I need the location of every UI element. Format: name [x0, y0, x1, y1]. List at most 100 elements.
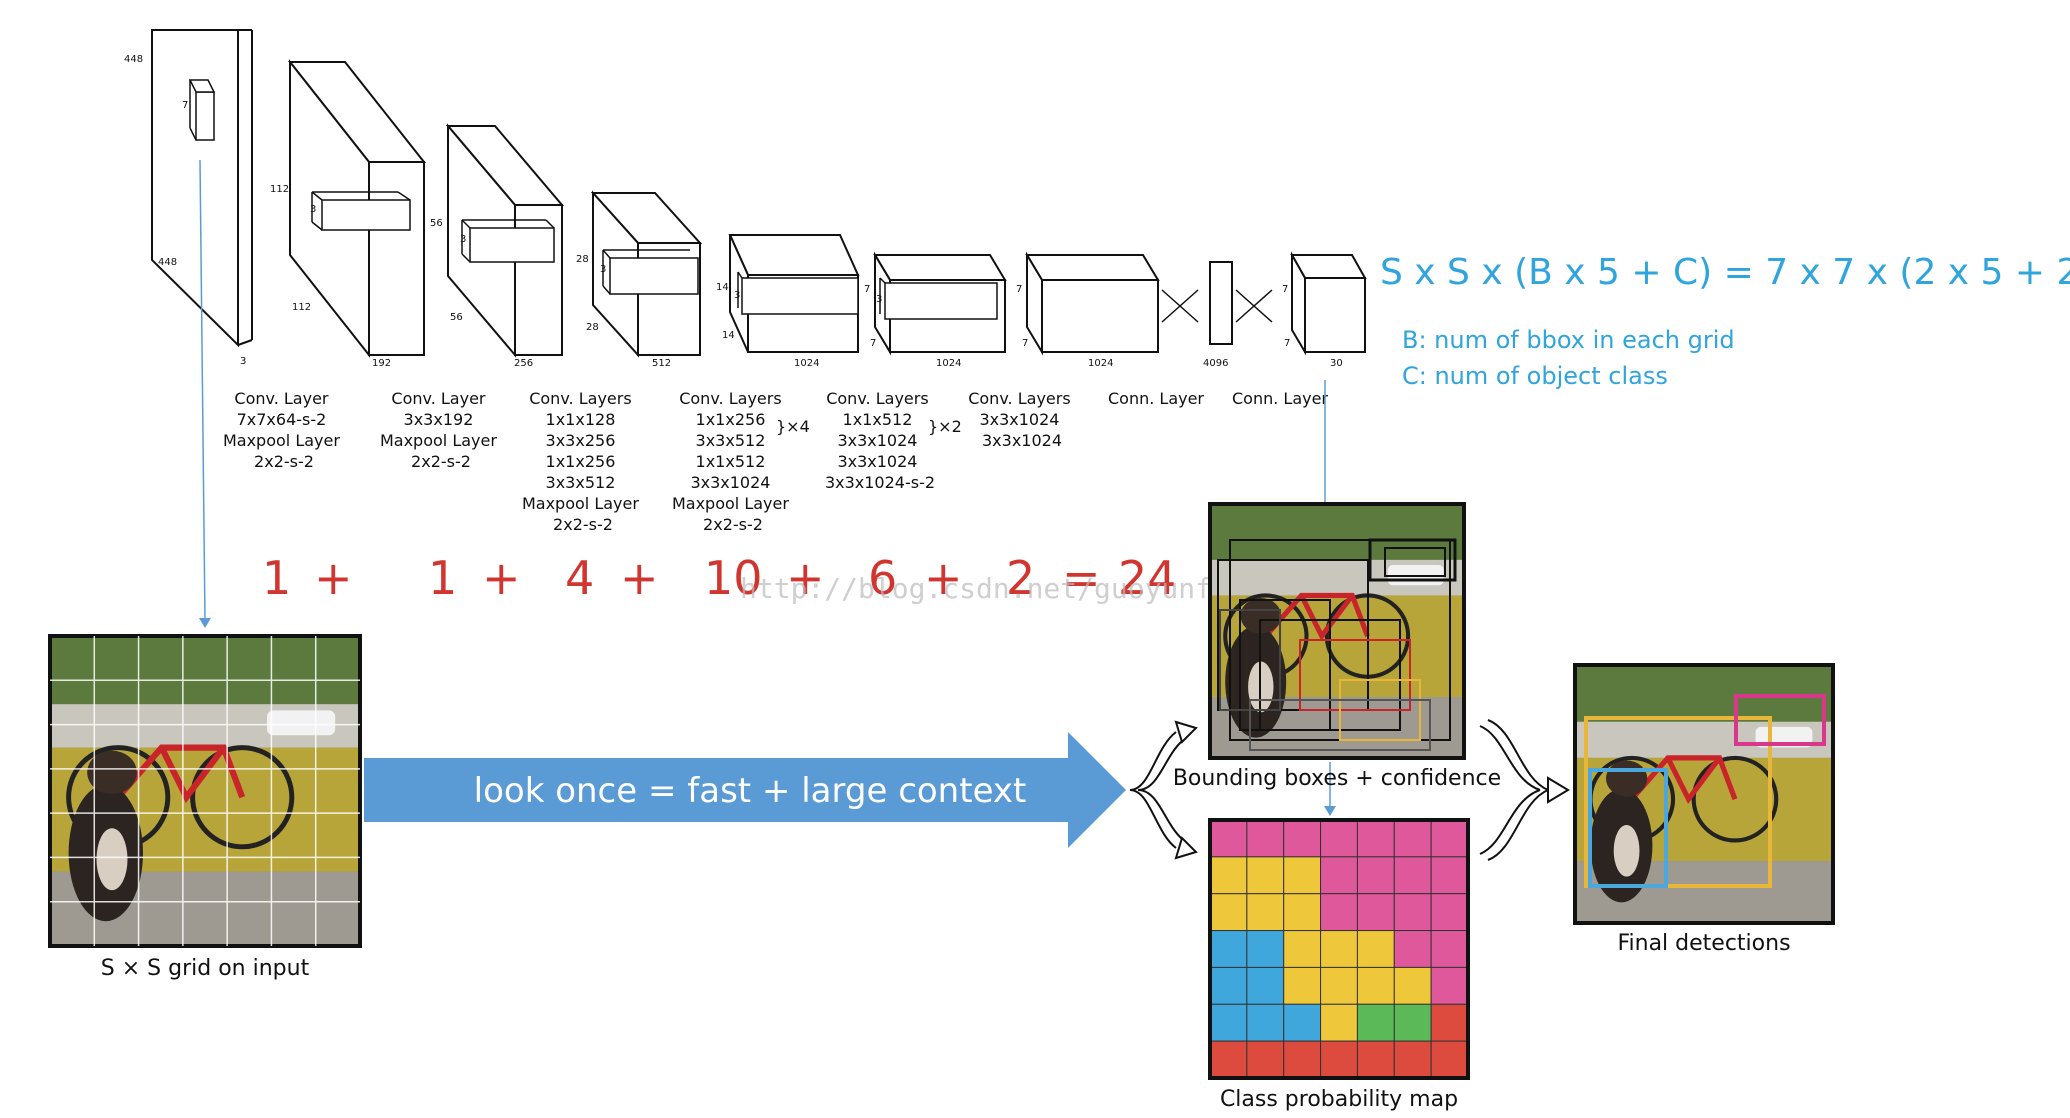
final-caption: Final detections — [1617, 931, 1790, 956]
class-cell — [1209, 930, 1248, 968]
conv-block-5 — [873, 251, 1007, 356]
class-cell — [1283, 966, 1322, 1005]
conv-block-6 — [1025, 251, 1160, 356]
output-volume — [1290, 251, 1367, 356]
block-2-kernel-label: 3 — [460, 234, 466, 245]
output-channels-label: 30 — [1330, 358, 1343, 369]
count-term-3: 4 — [565, 551, 594, 605]
block-4-repeat: }×4 — [776, 417, 810, 436]
fc-desc: Conn. Layer — [1108, 389, 1204, 408]
watermark: http://blog.csdn.net/guoyunfei20 — [740, 572, 1279, 605]
input-grid — [50, 636, 360, 946]
count-term-6: 2 — [1006, 551, 1035, 605]
arrow-label: look once = fast + large context — [474, 771, 1027, 811]
class-cell — [1430, 966, 1469, 1005]
conv-block-2 — [445, 123, 565, 358]
class-cell — [1356, 930, 1395, 968]
class-cell — [1356, 819, 1395, 858]
look-once-arrow: look once = fast + large context — [364, 732, 1126, 848]
block-2-height-label: 56 — [430, 218, 443, 229]
boxes-connector-head — [1324, 806, 1336, 816]
class-cell — [1209, 1040, 1248, 1079]
block-4-width-label: 14 — [722, 330, 735, 341]
block-4-desc: Conv. Layers 1x1x256 3x3x512 1x1x512 3x3… — [672, 389, 794, 534]
count-op-1: + — [314, 551, 353, 605]
block-3-width-label: 28 — [586, 322, 599, 333]
class-cell — [1209, 819, 1248, 858]
input-connector-head — [199, 618, 211, 628]
class-probability-map — [1208, 818, 1470, 1080]
count-op-2: + — [482, 551, 521, 605]
conv-block-3 — [590, 190, 703, 358]
count-equals: = — [1062, 551, 1101, 605]
class-cell — [1320, 1040, 1358, 1079]
block-4-height-label: 14 — [716, 282, 729, 293]
block-3-kernel-label: 3 — [600, 264, 606, 275]
input-kernel-label: 7 — [182, 100, 188, 111]
class-cell — [1283, 819, 1322, 858]
class-cell — [1393, 819, 1432, 858]
final-detections-image — [1575, 665, 1833, 923]
input-connector — [199, 159, 206, 623]
input-channels-label: 3 — [240, 356, 246, 367]
dimension-labels: 448 448 3 7 112 112 192 3 56 56 256 3 28… — [124, 54, 1343, 369]
formula-equation: S x S x (B x 5 + C) = 7 x 7 x (2 x 5 + 2… — [1380, 252, 2070, 293]
class-cell — [1209, 1003, 1248, 1042]
block-1-width-label: 112 — [292, 302, 311, 313]
class-cell — [1393, 1040, 1432, 1079]
formula: S x S x (B x 5 + C) = 7 x 7 x (2 x 5 + 2… — [1380, 252, 2070, 390]
class-cell — [1320, 930, 1358, 968]
class-cell — [1246, 1003, 1285, 1042]
block-2-desc: Conv. Layer 3x3x192 Maxpool Layer 2x2-s-… — [380, 389, 502, 471]
input-caption: S × S grid on input — [101, 956, 310, 981]
count-op-4: + — [786, 551, 825, 605]
fc-4096 — [1209, 261, 1233, 345]
merge-bracket — [1479, 719, 1570, 861]
class-cell — [1283, 856, 1322, 895]
class-cell — [1430, 1003, 1469, 1042]
output-width-label: 7 — [1284, 338, 1290, 349]
class-cell — [1246, 856, 1285, 895]
input-image — [50, 636, 360, 946]
class-cell — [1356, 856, 1395, 895]
block-5-channels-label: 1024 — [936, 358, 961, 369]
class-cell — [1430, 1040, 1469, 1079]
class-cell — [1209, 893, 1248, 932]
count-op-5: + — [924, 551, 963, 605]
class-cell — [1393, 930, 1432, 968]
count-term-4: 10 — [704, 551, 763, 605]
input-volume — [151, 29, 253, 348]
block-5-desc: Conv. Layers 1x1x512 3x3x1024 3x3x1024 3… — [825, 389, 935, 492]
class-cell — [1246, 819, 1285, 858]
block-1-height-label: 112 — [270, 184, 289, 195]
class-cell — [1283, 893, 1322, 932]
class-cell — [1430, 819, 1469, 858]
block-6-channels-label: 1024 — [1088, 358, 1113, 369]
class-cell — [1356, 1003, 1395, 1042]
output-height-label: 7 — [1282, 284, 1288, 295]
class-cell — [1393, 1003, 1432, 1042]
block-1-kernel-label: 3 — [310, 204, 316, 215]
classmap-caption: Class probability map — [1220, 1087, 1458, 1112]
class-cell — [1393, 856, 1432, 895]
detection-dog-box — [1588, 768, 1668, 888]
class-cell — [1246, 893, 1285, 932]
class-cell — [1356, 1040, 1395, 1079]
class-cell — [1430, 930, 1469, 968]
block-1-channels-label: 192 — [372, 358, 391, 369]
class-cell — [1320, 893, 1358, 932]
fc-units-label: 4096 — [1203, 358, 1228, 369]
class-cell — [1393, 893, 1432, 932]
split-bracket — [1129, 720, 1198, 860]
block-5-repeat: }×2 — [928, 417, 962, 436]
block-6-height-label: 7 — [1016, 284, 1022, 295]
count-term-2: 1 — [428, 551, 457, 605]
output-desc: Conn. Layer — [1232, 389, 1328, 408]
class-cell — [1320, 856, 1358, 895]
conv-block-1 — [287, 59, 427, 358]
count-term-1: 1 — [262, 551, 291, 605]
bounding-boxes-image — [1210, 504, 1464, 758]
block-3-height-label: 28 — [576, 254, 589, 265]
class-grid — [1209, 819, 1469, 1079]
class-cell — [1246, 930, 1285, 968]
